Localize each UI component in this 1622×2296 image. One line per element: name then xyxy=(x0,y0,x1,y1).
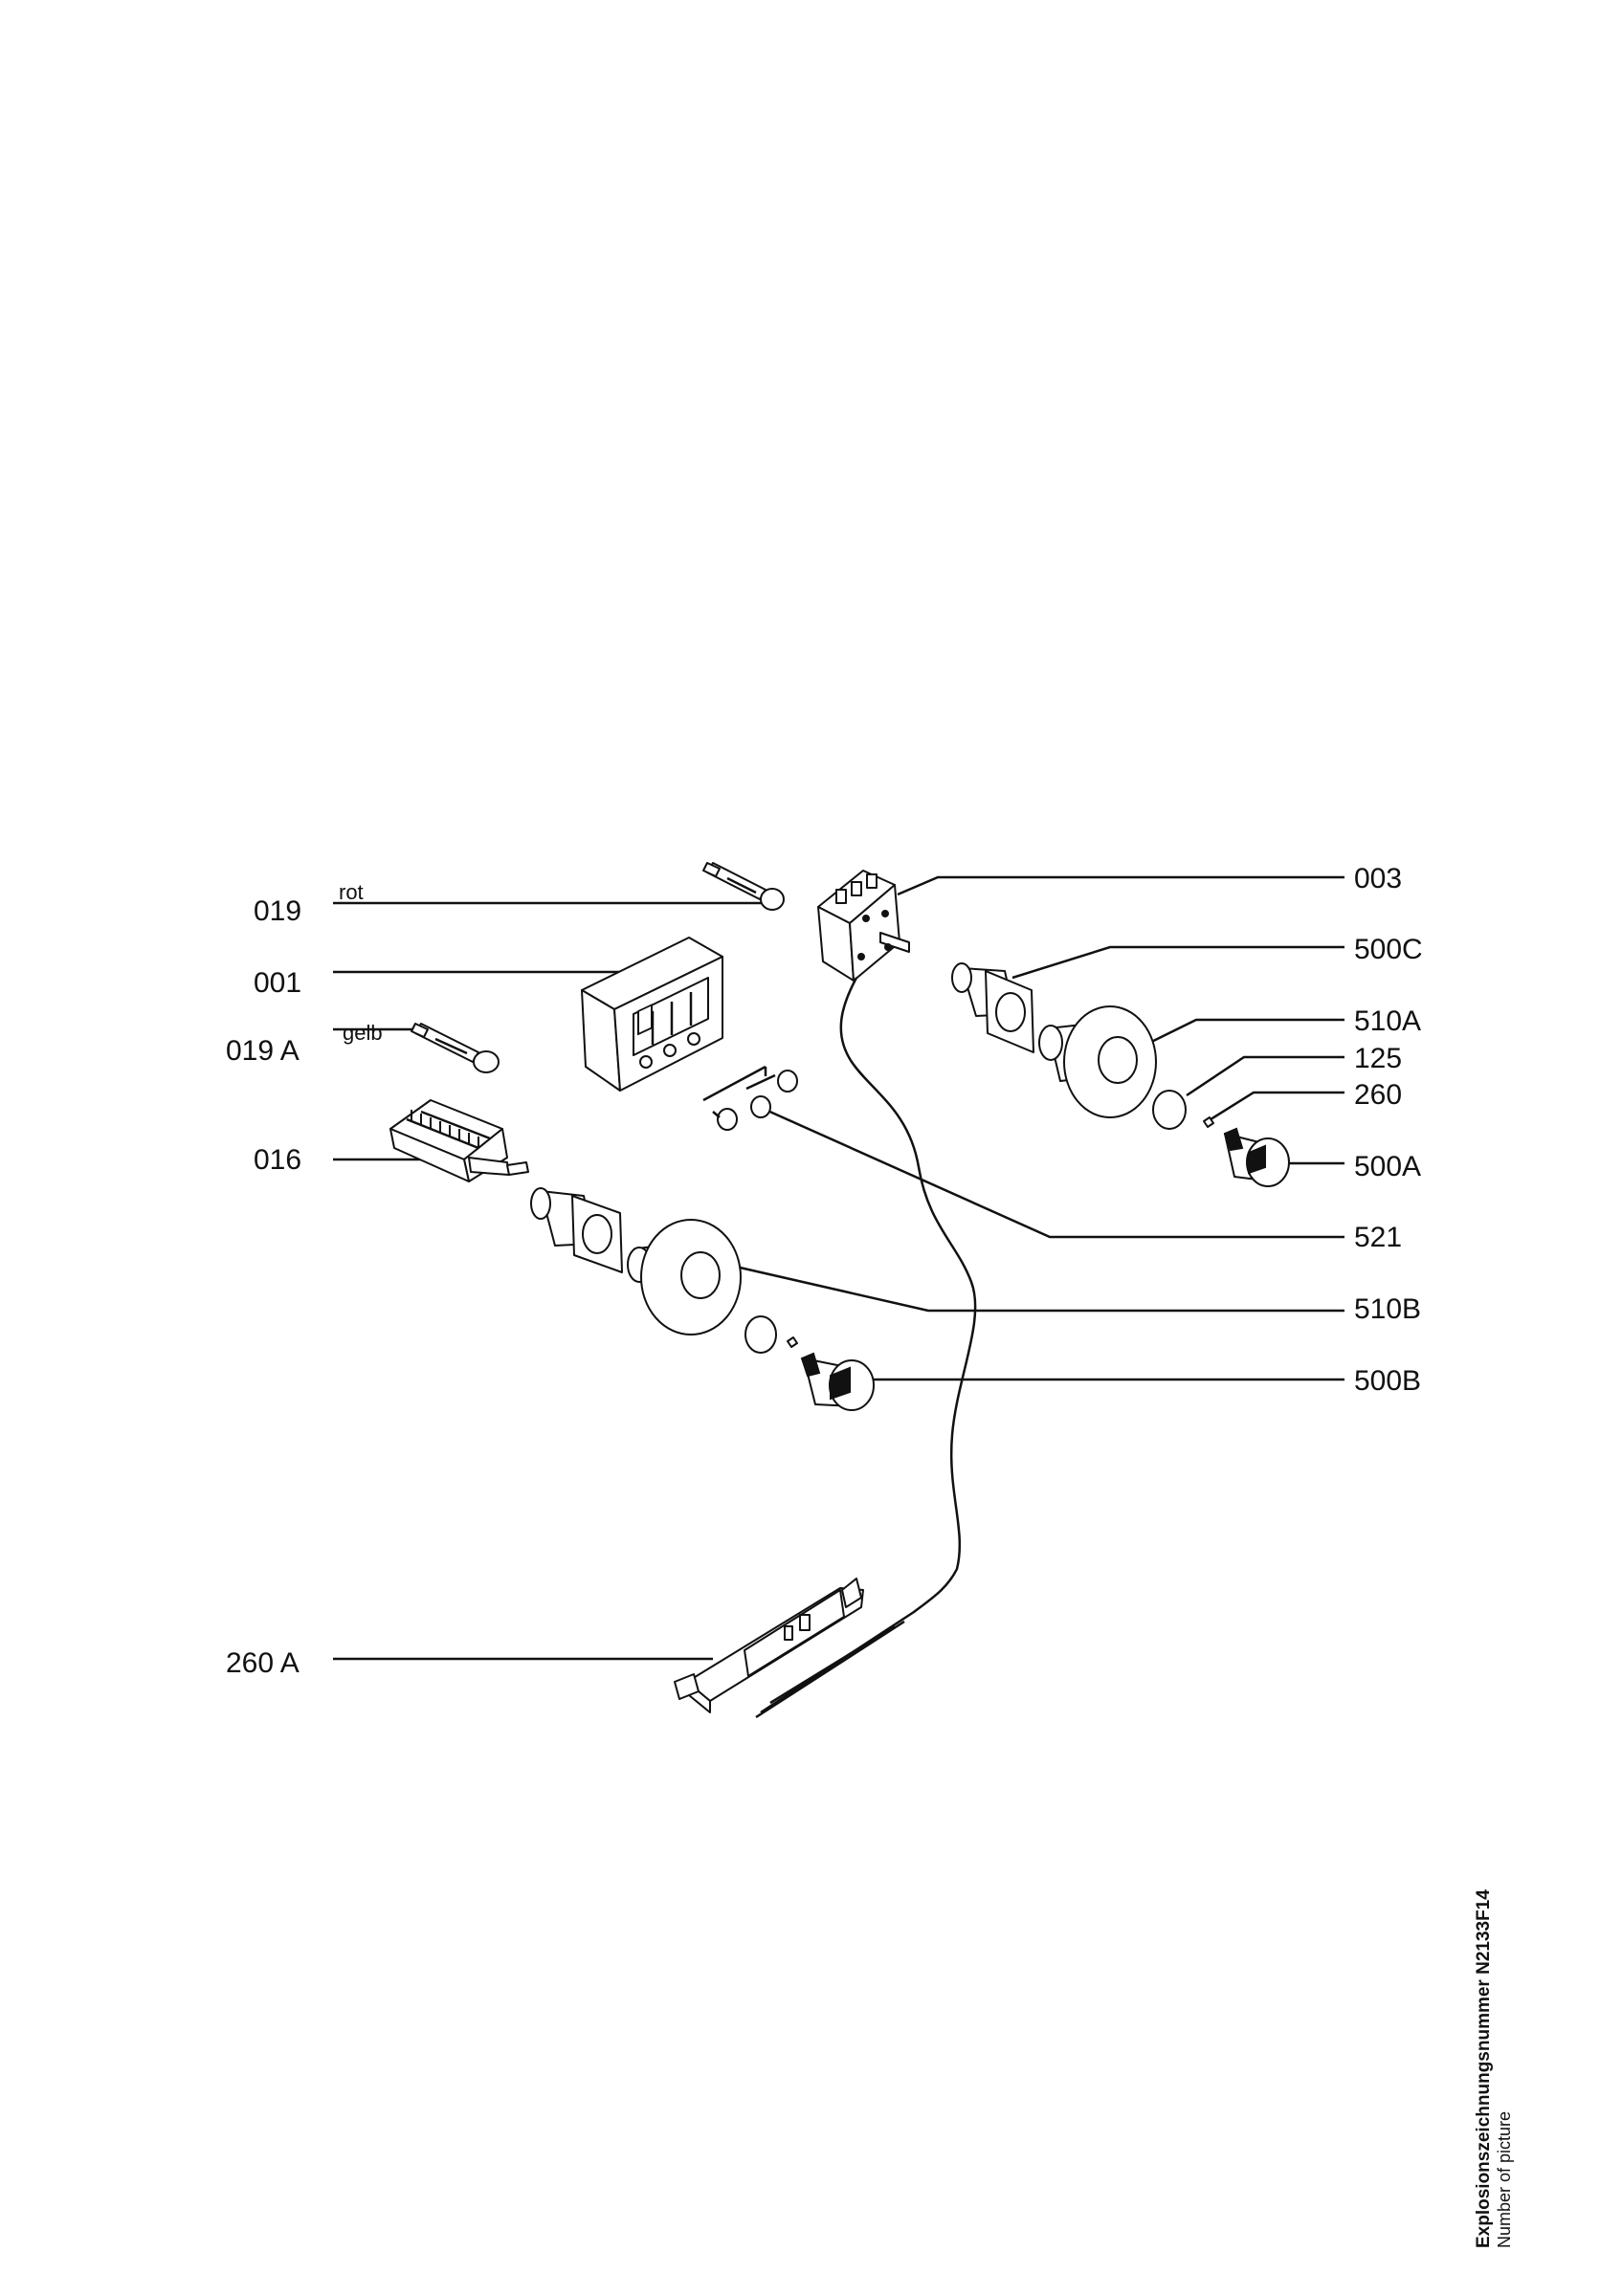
leader-521 xyxy=(765,1108,1344,1239)
label-521: 521 xyxy=(1354,1222,1402,1253)
ring-left xyxy=(744,1315,777,1354)
part-500b-control-knob xyxy=(800,1352,875,1411)
capillary-wire xyxy=(760,977,977,1714)
annotation-rot: rot xyxy=(339,880,364,904)
leader-003 xyxy=(897,875,1344,896)
leader-510b xyxy=(726,1263,1344,1313)
leader-260 xyxy=(1207,1091,1344,1123)
part-001-timer-display xyxy=(581,937,723,1092)
part-016-selector-switch xyxy=(389,1099,529,1182)
annotation-gelb: gelb xyxy=(343,1021,383,1045)
label-510a: 510A xyxy=(1354,1005,1421,1037)
caption-subtitle: Number of picture xyxy=(1495,2110,1514,2248)
clip-left xyxy=(787,1336,798,1348)
label-260a: 260 A xyxy=(226,1647,300,1679)
leader-125 xyxy=(1186,1055,1344,1097)
label-019: 019 xyxy=(254,895,301,927)
part-500a-control-knob xyxy=(1223,1127,1290,1187)
label-019a: 019 A xyxy=(226,1035,300,1067)
part-019-indicator-lamp xyxy=(702,862,785,911)
leader-lines xyxy=(333,875,1344,1661)
part-019a-indicator-lamp xyxy=(411,1023,500,1073)
leader-500c xyxy=(1011,945,1344,980)
label-510b: 510B xyxy=(1354,1293,1421,1325)
label-500b: 500B xyxy=(1354,1365,1421,1397)
part-510b-rosette xyxy=(627,1219,742,1336)
side-caption: Explosionszeichnungsnummer N2133F14 Numb… xyxy=(1474,1626,1541,2248)
label-500a: 500A xyxy=(1354,1151,1421,1182)
part-500c-bearing-sleeve xyxy=(951,962,1034,1053)
part-521-push-buttons xyxy=(702,1065,798,1131)
part-260-clip xyxy=(1203,1116,1214,1128)
caption-title: Explosionszeichnungsnummer N2133F14 xyxy=(1474,1889,1494,2248)
label-260: 260 xyxy=(1354,1079,1402,1111)
part-510a-rosette xyxy=(1038,1005,1157,1118)
label-003: 003 xyxy=(1354,863,1402,894)
part-500b-bearing-sleeve xyxy=(530,1187,623,1273)
part-125-ring xyxy=(1152,1090,1187,1130)
part-260a-guide-rail xyxy=(674,1578,905,1719)
label-125: 125 xyxy=(1354,1043,1402,1074)
part-003-thermostat-switch xyxy=(817,870,910,982)
label-500c: 500C xyxy=(1354,934,1423,965)
label-001: 001 xyxy=(254,967,301,999)
label-016: 016 xyxy=(254,1144,301,1176)
leader-510a xyxy=(1133,1018,1344,1052)
